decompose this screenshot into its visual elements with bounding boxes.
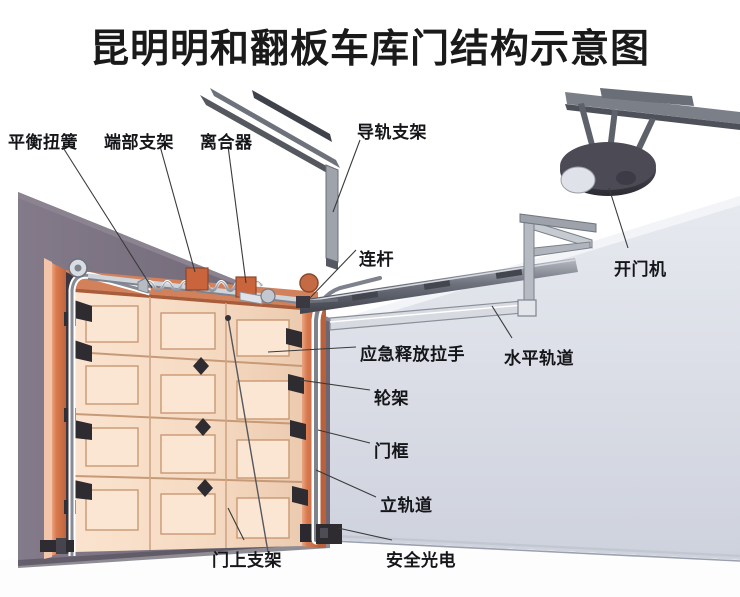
door-opener-motor [560,88,740,196]
label-roller-bracket: 轮架 [374,389,409,409]
horizontal-track [329,213,597,331]
emergency-release-cord [225,315,269,553]
safety-photoeye-sensor [316,524,342,544]
label-vertical-track: 立轨道 [380,496,433,516]
label-connecting-rod: 连杆 [359,250,394,270]
rail-bracket-structure [200,88,340,270]
label-door-opener: 开门机 [614,260,667,280]
label-clutch: 离合器 [200,133,253,153]
label-end-bracket: 端部支架 [104,133,174,153]
leader-lines [61,139,629,541]
label-door-frame: 门框 [374,442,409,462]
label-rail-bracket: 导轨支架 [357,123,427,143]
door-roller-hinges-right [286,328,322,542]
garage-door-panels [73,292,303,552]
page-title: 昆明明和翻板车库门结构示意图 [89,27,650,72]
label-top-door-bracket: 门上支架 [212,551,282,571]
label-balance-torsion-spring: 平衡扭簧 [8,133,78,153]
label-safety-photoeye: 安全光电 [386,551,456,571]
bottom-door-brackets [40,538,74,554]
connecting-rod [296,296,339,308]
label-emergency-release: 应急释放拉手 [360,345,465,365]
label-horizontal-track: 水平轨道 [504,349,574,369]
torsion-spring-assembly [87,267,301,305]
